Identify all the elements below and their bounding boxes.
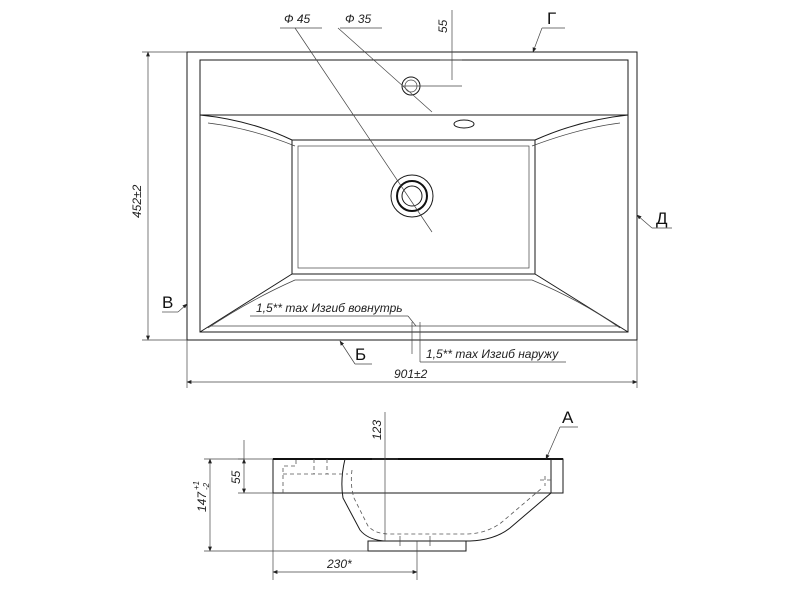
note-outward: 1,5** max Изгиб наружу <box>426 347 559 361</box>
slope-curve-tr <box>531 122 621 147</box>
drain-outer <box>390 174 434 218</box>
bowl-bottom-inner <box>297 145 530 269</box>
view-label-b: Б <box>355 345 366 364</box>
top-view: Ф 45 Ф 35 55 452±2 901±2 1,5** max Изгиб… <box>130 9 672 388</box>
bowl-profile <box>341 458 552 542</box>
upper-slope <box>199 114 629 141</box>
slope-line-bl <box>199 273 293 333</box>
dim-total-tol-upper: +1 <box>192 481 201 490</box>
leader-d35 <box>337 27 433 113</box>
dim-total: 147 <box>195 491 209 512</box>
back-deck <box>199 59 629 116</box>
note-inward: 1,5** max Изгиб вовнутрь <box>256 301 403 315</box>
overflow-hole <box>453 119 475 129</box>
drain-inner <box>401 185 423 207</box>
slope-line-br <box>534 273 629 333</box>
dim-total-tol-lower: -2 <box>202 482 211 490</box>
view-label-d: Д <box>656 209 668 228</box>
dim-bottom: 230* <box>326 557 352 571</box>
bowl-bottom <box>291 139 536 275</box>
side-view: 123 55 147 +1 -2 230* А <box>192 408 578 580</box>
rim-profile <box>272 458 564 494</box>
front-slope-curve <box>207 279 621 329</box>
view-label-g: Г <box>547 9 556 28</box>
dim-side-rim: 55 <box>229 470 243 484</box>
dim-height: 452±2 <box>130 184 144 218</box>
dim-hole-large: Ф 45 <box>284 12 311 26</box>
dim-rim-depth: 55 <box>436 19 450 33</box>
inner-bowl-outline <box>199 115 629 333</box>
bowl-profile-hidden <box>350 469 543 535</box>
slope-curve-tl <box>207 122 296 147</box>
view-label-v: В <box>162 293 173 312</box>
dim-depth: 123 <box>370 420 384 440</box>
leader-d45 <box>294 27 433 233</box>
dim-width: 901±2 <box>394 367 428 381</box>
dim-hole-small: Ф 35 <box>345 12 372 26</box>
view-label-a: А <box>562 408 574 427</box>
drain-ring <box>396 180 428 212</box>
